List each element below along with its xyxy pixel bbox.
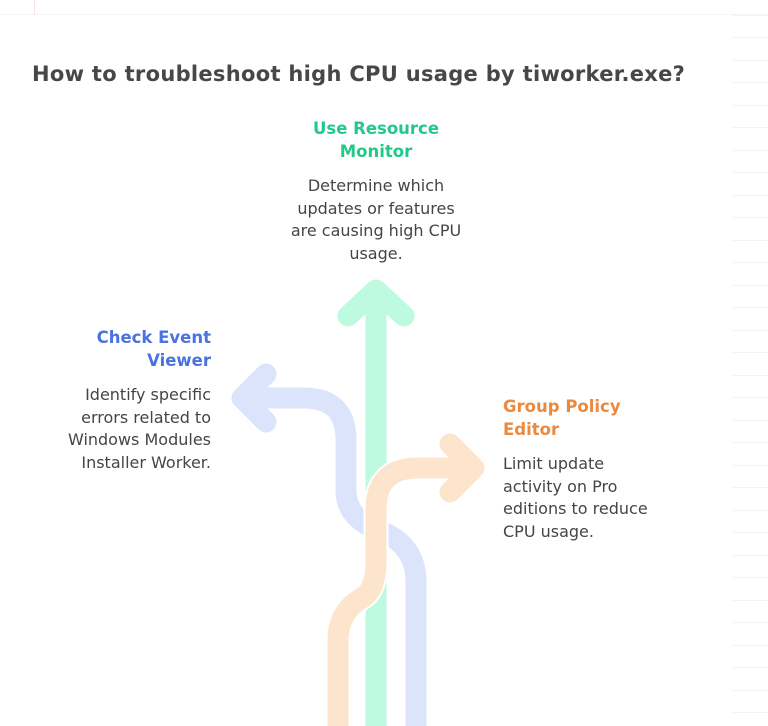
edge-rule	[732, 262, 768, 263]
branch-description: Limit update activity on Pro editions to…	[503, 453, 703, 543]
heading-line: Use Resource	[312, 119, 440, 138]
edge-rule	[732, 352, 768, 353]
desc-line: errors related to	[81, 407, 211, 427]
heading-line: Editor	[503, 420, 560, 439]
desc-line: Limit update	[503, 454, 605, 473]
desc-line: Windows Modules	[67, 430, 211, 449]
edge-rule	[732, 127, 768, 128]
edge-rule	[732, 240, 768, 241]
edge-rule	[732, 555, 768, 556]
heading-line: Monitor	[339, 142, 413, 161]
heading-line: Check Event	[96, 328, 211, 347]
edge-rule	[732, 397, 768, 398]
edge-rule	[732, 600, 768, 601]
edge-rule	[732, 37, 768, 38]
edge-rule	[732, 375, 768, 376]
top-divider	[0, 14, 768, 15]
desc-line: Identify specific	[85, 385, 211, 404]
branch-resource-monitor: Use Resource Monitor Determine which upd…	[262, 117, 490, 265]
edge-rule	[732, 622, 768, 623]
desc-line: editions to reduce	[503, 499, 648, 518]
desc-line: updates or features	[297, 198, 455, 218]
edge-rule	[732, 330, 768, 331]
heading-line: Viewer	[147, 351, 211, 370]
edge-rule	[732, 172, 768, 173]
edge-rule	[732, 690, 768, 691]
edge-rule	[732, 195, 768, 196]
branch-heading: Use Resource Monitor	[262, 117, 490, 163]
edge-rule	[732, 307, 768, 308]
edge-rule	[732, 60, 768, 61]
edge-rule	[732, 420, 768, 421]
edge-rule	[732, 442, 768, 443]
edge-rule	[732, 532, 768, 533]
edge-rule	[732, 15, 768, 16]
top-left-tick	[34, 0, 35, 15]
blue-left-arrow-icon	[231, 363, 427, 726]
desc-line: usage.	[349, 243, 403, 263]
edge-rule	[732, 82, 768, 83]
heading-line: Group Policy	[503, 397, 621, 416]
edge-rule	[732, 105, 768, 106]
branch-group-policy: Group Policy Editor Limit update activit…	[503, 395, 703, 543]
desc-line: Determine which	[307, 176, 445, 195]
edge-rule	[732, 150, 768, 151]
branch-heading: Check Event Viewer	[20, 326, 211, 372]
branch-description: Determine which updates or features are …	[262, 175, 490, 265]
desc-line: CPU usage.	[503, 521, 594, 541]
branch-description: Identify specific errors related to Wind…	[20, 384, 211, 474]
edge-rule	[732, 510, 768, 511]
edge-rule	[732, 285, 768, 286]
right-edge-rules	[732, 15, 768, 726]
orange-right-arrow-icon	[327, 433, 485, 726]
edge-rule	[732, 645, 768, 646]
edge-rule	[732, 712, 768, 713]
desc-line: are causing high CPU	[290, 221, 462, 240]
edge-rule	[732, 577, 768, 578]
diagram-title: How to troubleshoot high CPU usage by ti…	[32, 62, 686, 86]
edge-rule	[732, 487, 768, 488]
branch-event-viewer: Check Event Viewer Identify specific err…	[20, 326, 211, 474]
desc-line: activity on Pro	[503, 476, 618, 496]
edge-rule	[732, 217, 768, 218]
edge-rule	[732, 667, 768, 668]
desc-line: Installer Worker.	[81, 452, 211, 472]
edge-rule	[732, 465, 768, 466]
branch-heading: Group Policy Editor	[503, 395, 703, 441]
